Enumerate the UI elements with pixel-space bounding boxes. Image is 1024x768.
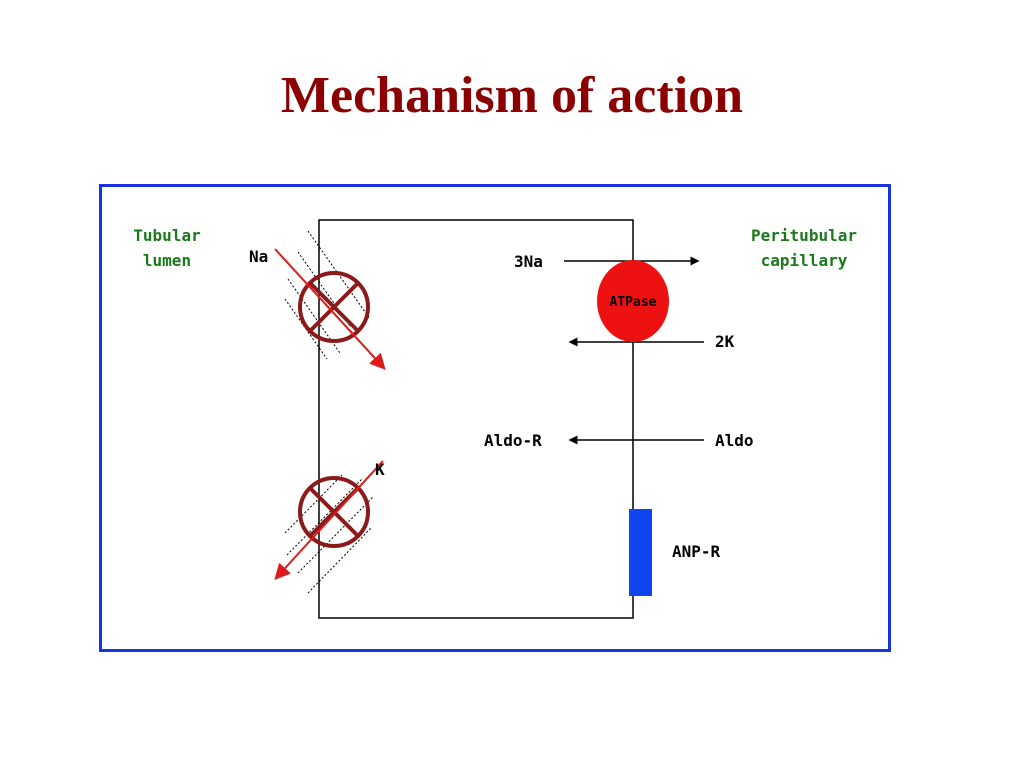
na-efflux-label: 3Na xyxy=(514,252,543,271)
lumen-label-line2: lumen xyxy=(143,251,191,270)
aldo-ligand-label: Aldo xyxy=(715,431,754,450)
slide-title: Mechanism of action xyxy=(280,67,744,124)
cell-body xyxy=(318,219,634,619)
cell-diagram: Tubular lumen Peritubular capillary Na xyxy=(133,219,857,619)
k-channel xyxy=(274,460,384,594)
diagram-frame: Tubular lumen Peritubular capillary Na xyxy=(99,184,891,652)
na-flux-arrow xyxy=(274,248,386,370)
blocked-channel-icon xyxy=(298,271,370,343)
atpase-label: ATPase xyxy=(610,295,657,310)
anp-receptor xyxy=(629,509,652,596)
k-channel-hatch xyxy=(284,474,374,594)
capillary-label-line1: Peritubular xyxy=(751,226,857,245)
blocked-channel-icon xyxy=(298,476,370,548)
atpase-pump: ATPase xyxy=(564,256,704,347)
atpase-pump-body xyxy=(597,260,669,342)
na-channel xyxy=(274,230,386,370)
anp-receptor-label: ANP-R xyxy=(672,542,721,561)
k-flux-arrow xyxy=(274,460,384,580)
k-channel-label: K xyxy=(375,460,385,479)
lumen-label-line1: Tubular xyxy=(133,226,200,245)
capillary-label-line2: capillary xyxy=(761,251,848,270)
na-channel-label: Na xyxy=(249,247,268,266)
aldo-receptor-label: Aldo-R xyxy=(484,431,542,450)
k-influx-label: 2K xyxy=(715,332,735,351)
